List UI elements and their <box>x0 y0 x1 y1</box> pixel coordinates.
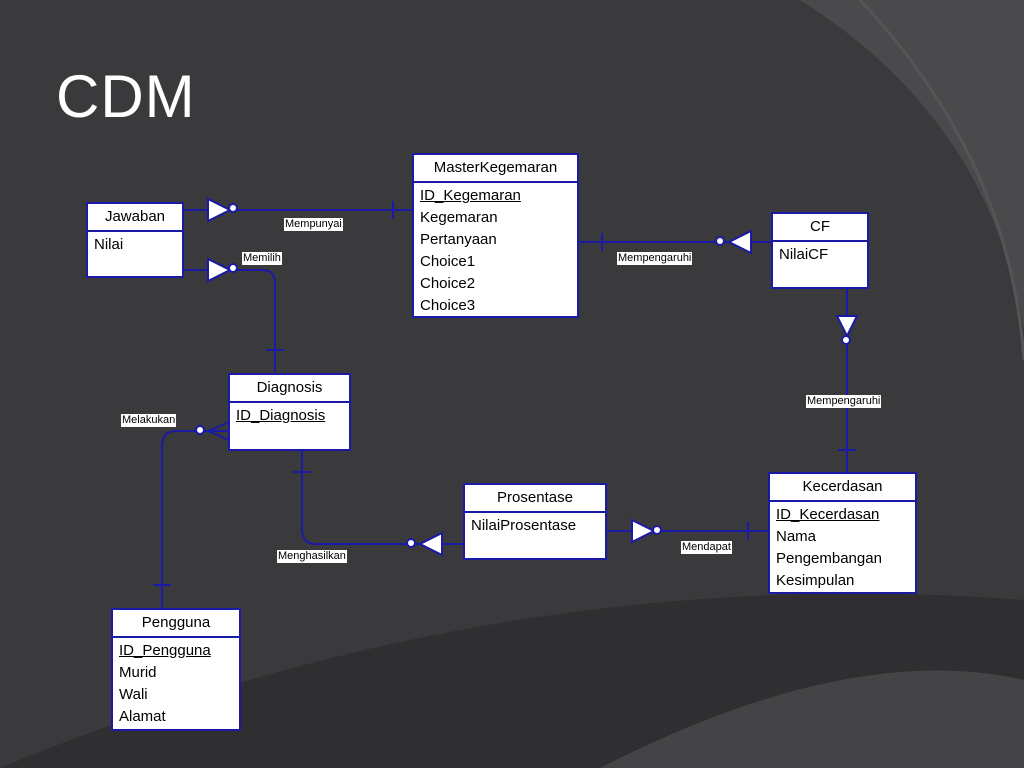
background-swoosh <box>800 0 1024 330</box>
many-arrow-icon <box>417 531 443 557</box>
entity-jawaban[interactable]: Jawaban Nilai <box>86 202 184 278</box>
entity-attribute: Pengembangan <box>776 550 882 567</box>
entity-attribute: Choice3 <box>420 297 476 314</box>
entity-attribute: Choice1 <box>420 253 476 270</box>
entity-attribute: Kesimpulan <box>776 572 855 589</box>
entity-pengguna[interactable]: Pengguna ID_Pengguna Murid Wali Alamat <box>111 608 241 731</box>
entity-name: MasterKegemaran <box>414 155 577 183</box>
entity-cf[interactable]: CF NilaiCF <box>771 212 869 289</box>
entity-attribute: Nama <box>776 528 817 545</box>
entity-attribute: Nilai <box>94 236 124 253</box>
relationship-label-mempengaruhi: Mempengaruhi <box>806 395 882 408</box>
entity-name: Diagnosis <box>230 375 349 403</box>
entity-prosentase[interactable]: Prosentase NilaiProsentase <box>463 483 607 560</box>
entity-diagnosis[interactable]: Diagnosis ID_Diagnosis <box>228 373 351 451</box>
entity-attribute: NilaiCF <box>779 246 829 263</box>
relationship-label-mendapat: Mendapat <box>681 541 732 554</box>
relationship-label-mempunyai: Mempunyai <box>284 218 343 231</box>
many-arrow-icon <box>631 518 657 544</box>
connector-menghasilkan <box>301 450 464 545</box>
many-arrow-icon <box>726 229 752 255</box>
entity-primary-key: ID_Pengguna <box>119 642 211 659</box>
entity-attribute: Wali <box>119 686 148 703</box>
entity-name: Kecerdasan <box>770 474 915 502</box>
entity-kecerdasan[interactable]: Kecerdasan ID_Kecerdasan Nama Pengembang… <box>768 472 917 594</box>
entity-attribute: Choice2 <box>420 275 476 292</box>
entity-attribute: Pertanyaan <box>420 231 497 248</box>
optional-circle-icon <box>841 335 851 345</box>
entity-attribute: NilaiProsentase <box>471 517 577 534</box>
slide-title: CDM <box>56 63 196 130</box>
crows-foot-icon <box>207 430 230 441</box>
entity-name: Pengguna <box>113 610 239 638</box>
optional-circle-icon <box>228 203 238 213</box>
crows-foot-icon <box>207 421 230 432</box>
optional-circle-icon <box>652 525 662 535</box>
relationship-label-menghasilkan: Menghasilkan <box>277 550 347 563</box>
optional-circle-icon <box>406 538 416 548</box>
many-arrow-icon <box>835 315 859 339</box>
entity-primary-key: ID_Diagnosis <box>236 407 326 424</box>
connector-memilih <box>183 269 276 372</box>
optional-circle-icon <box>228 263 238 273</box>
many-arrow-icon <box>207 197 233 223</box>
entity-primary-key: ID_Kecerdasan <box>776 506 880 523</box>
entity-name: Prosentase <box>465 485 605 513</box>
entity-attribute: Kegemaran <box>420 209 498 226</box>
relationship-label-memilih: Memilih <box>242 252 282 265</box>
entity-attribute: Alamat <box>119 708 166 725</box>
optional-circle-icon <box>195 425 205 435</box>
entity-masterkegemaran[interactable]: MasterKegemaran ID_Kegemaran Kegemaran P… <box>412 153 579 318</box>
background-swoosh <box>600 670 1024 768</box>
relationship-label-melakukan: Melakukan <box>121 414 177 427</box>
entity-name: Jawaban <box>88 204 182 232</box>
many-arrow-icon <box>207 257 233 283</box>
entity-name: CF <box>773 214 867 242</box>
entity-primary-key: ID_Kegemaran <box>420 187 521 204</box>
optional-circle-icon <box>715 236 725 246</box>
background-swoosh-line <box>858 0 1024 361</box>
connector-melakukan <box>161 430 229 608</box>
entity-attribute: Murid <box>119 664 157 681</box>
relationship-label-mempengaruhi: Mempengaruhi <box>617 252 693 265</box>
